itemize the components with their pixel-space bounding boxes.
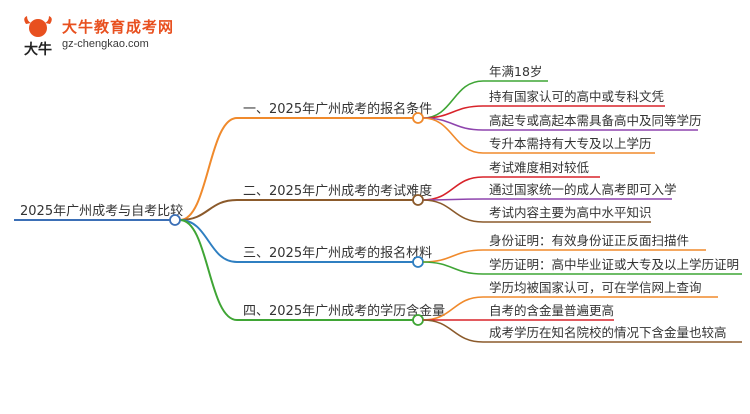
leaf-label: 考试难度相对较低 (489, 160, 590, 175)
root-branch-connector (179, 219, 238, 321)
root-branch-connector (179, 117, 238, 221)
branch-node[interactable] (412, 256, 424, 268)
leaf-label: 学历证明：高中毕业证或大专及以上学历证明 (489, 257, 739, 272)
root-branch-connector (179, 219, 238, 263)
logo-title: 大牛教育成考网 (62, 18, 175, 36)
leaf-label: 身份证明：有效身份证正反面扫描件 (489, 233, 689, 248)
leaf-label: 成考学历在知名院校的情况下含金量也较高 (489, 325, 727, 340)
leaf-label: 年满18岁 (489, 64, 542, 79)
branch-leaf-connector (422, 261, 484, 275)
leaf-label: 自考的含金量普遍更高 (489, 303, 614, 318)
logo-url: gz-chengkao.com (62, 38, 149, 50)
leaf-label: 专升本需持有大专及以上学历 (489, 136, 652, 151)
leaf-label: 考试内容主要为高中水平知识 (489, 205, 652, 220)
root-node[interactable] (169, 214, 181, 226)
branch-label: 三、2025年广州成考的报名材料 (243, 245, 432, 261)
leaf-label: 持有国家认可的高中或专科文凭 (489, 89, 665, 104)
leaf-label: 通过国家统一的成人高考即可入学 (489, 182, 677, 197)
root-label: 2025年广州成考与自考比较 (20, 204, 183, 219)
branch-node[interactable] (412, 194, 424, 206)
branch-label: 一、2025年广州成考的报名条件 (243, 101, 432, 117)
branch-node[interactable] (412, 314, 424, 326)
site-logo[interactable]: 大牛 大牛教育成考网 gz-chengkao.com (18, 14, 173, 58)
branch-leaf-connector (422, 117, 484, 154)
svg-text:大牛: 大牛 (24, 41, 52, 58)
branch-label: 二、2025年广州成考的考试难度 (243, 183, 432, 199)
leaf-label: 学历均被国家认可，可在学信网上查询 (489, 280, 702, 295)
root-branch-connector (179, 199, 238, 221)
branch-leaf-connector (422, 199, 484, 223)
leaf-label: 高起专或高起本需具备高中及同等学历 (489, 113, 702, 128)
branch-leaf-connector (422, 319, 484, 343)
bull-logo-icon: 大牛 (24, 16, 52, 58)
branch-label: 四、2025年广州成考的学历含金量 (243, 303, 445, 319)
branch-node[interactable] (412, 112, 424, 124)
